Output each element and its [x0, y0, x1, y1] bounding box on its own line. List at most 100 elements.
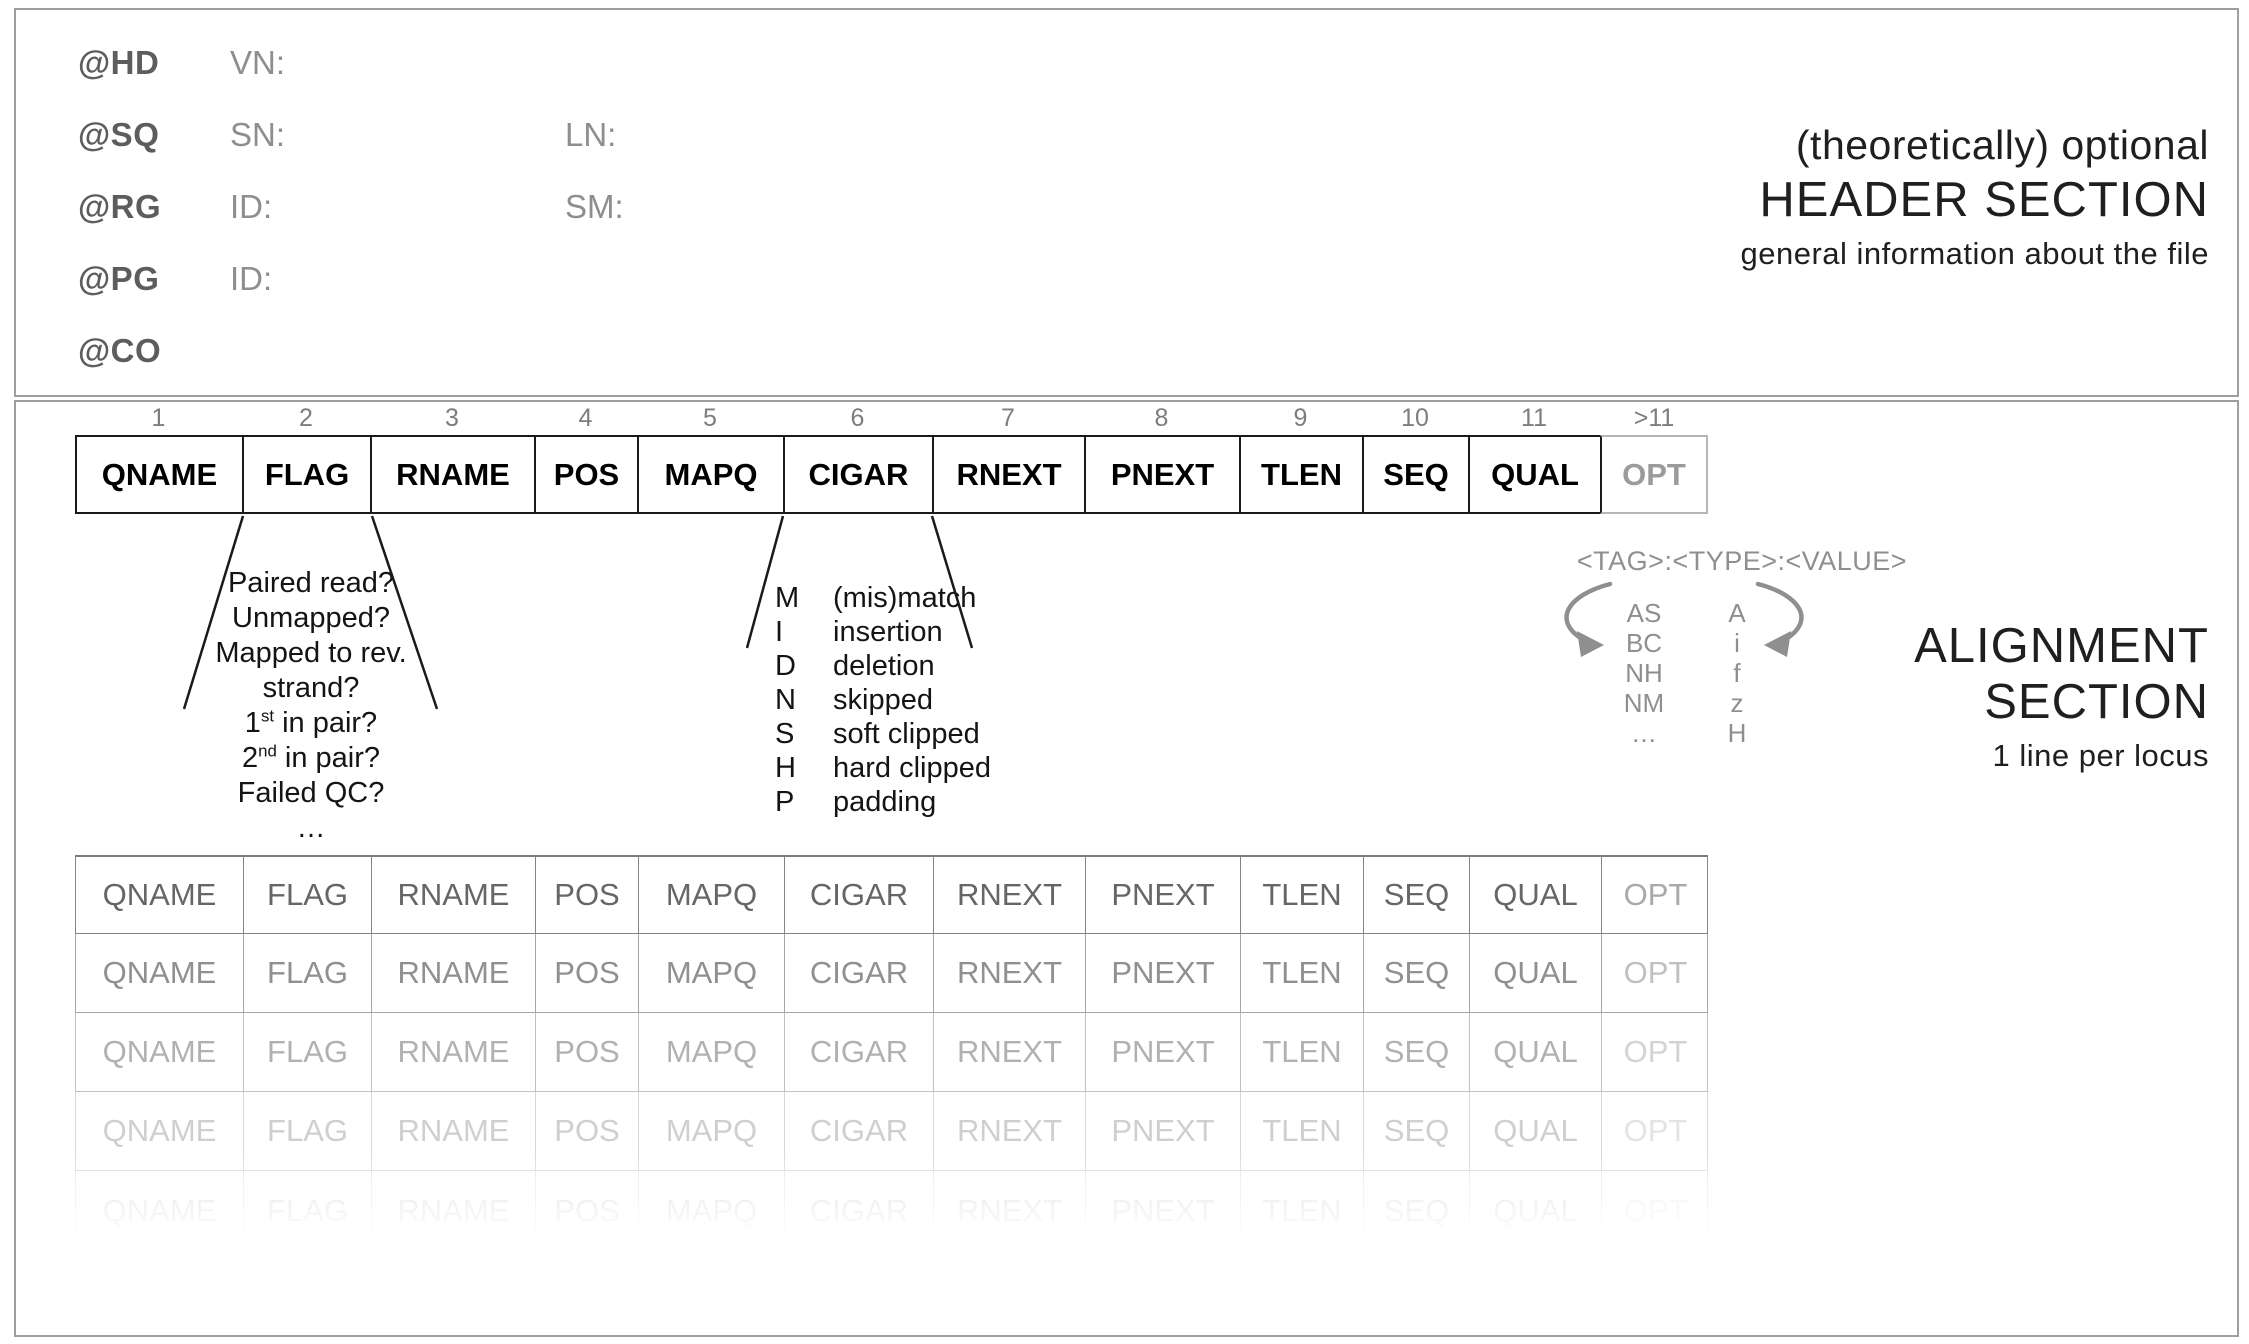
body-cell-qname: QNAME	[102, 1113, 217, 1148]
column-cell-cigar: CIGAR	[783, 435, 932, 514]
body-cell-qual: QUAL	[1469, 1092, 1601, 1170]
opt-format-label: <TAG>:<TYPE>:<VALUE>	[1576, 546, 1908, 576]
body-cell-tlen: TLEN	[1240, 857, 1363, 933]
flag-annotation-line: …	[296, 812, 326, 844]
opt-type-item: f	[1733, 658, 1741, 688]
body-cell-rname: RNAME	[371, 857, 535, 933]
body-cell-flag: FLAG	[243, 1013, 371, 1091]
body-cell-mapq: MAPQ	[638, 1092, 784, 1170]
column-number: 3	[445, 404, 459, 432]
body-cell-seq: SEQ	[1363, 1092, 1469, 1170]
body-cell-opt: OPT	[1601, 934, 1709, 1012]
column-cell-mapq: MAPQ	[637, 435, 783, 514]
opt-type-item: z	[1730, 688, 1744, 718]
body-cell-qual: QUAL	[1469, 1013, 1601, 1091]
flag-annotation-line: Mapped to rev.	[215, 637, 407, 669]
flag-annotation-line: Paired read?	[227, 567, 395, 599]
body-cell-opt: OPT	[1601, 1092, 1709, 1170]
body-cell-flag: FLAG	[243, 1092, 371, 1170]
flag-annotation: Paired read?Unmapped?Mapped to rev.stran…	[150, 566, 472, 846]
body-cell-pos: POS	[535, 1092, 638, 1170]
header-title-line1: (theoretically) optional	[1795, 122, 2209, 168]
flag-annotation-line: Failed QC?	[237, 777, 385, 809]
alignment-title-line1: ALIGNMENT	[1914, 619, 2209, 673]
header-tag: @SQ	[78, 116, 160, 153]
cigar-meaning: deletion	[833, 650, 935, 682]
body-cell-flag: FLAG	[243, 857, 371, 933]
column-cell-qname: QNAME	[75, 435, 242, 514]
column-cell-rname: RNAME	[370, 435, 534, 514]
cigar-meaning: (mis)match	[833, 582, 977, 614]
header-tag: @RG	[78, 188, 162, 225]
header-field: ID:	[230, 260, 273, 297]
cigar-meaning: padding	[833, 786, 937, 818]
body-cell-mapq: MAPQ	[638, 857, 784, 933]
cigar-meaning: soft clipped	[833, 718, 980, 750]
column-cell-tlen: TLEN	[1239, 435, 1362, 514]
opt-type-item: A	[1728, 598, 1746, 628]
body-cell-pnext: PNEXT	[1085, 1092, 1240, 1170]
header-field: ID:	[230, 188, 273, 225]
cigar-meaning: insertion	[833, 616, 943, 648]
body-cell-seq: SEQ	[1363, 934, 1469, 1012]
header-title-line2: HEADER SECTION	[1759, 173, 2209, 227]
body-cell-rname: RNAME	[371, 934, 535, 1012]
body-cell-mapq: MAPQ	[638, 934, 784, 1012]
body-cell-rnext: RNEXT	[933, 857, 1085, 933]
column-number: 7	[1001, 404, 1015, 432]
body-cell-cigar: CIGAR	[784, 934, 933, 1012]
body-cell-flag: FLAG	[243, 934, 371, 1012]
column-number: 6	[850, 404, 865, 432]
cigar-code: D	[775, 650, 796, 682]
cigar-code: I	[775, 616, 784, 648]
opt-tag-item: AS	[1626, 598, 1662, 628]
column-number: 10	[1401, 404, 1429, 432]
opt-tag-item: …	[1631, 718, 1657, 748]
body-cell-pos: POS	[535, 1013, 638, 1091]
body-cell-tlen: TLEN	[1240, 1013, 1363, 1091]
alignment-title-line2: SECTION	[1984, 675, 2209, 729]
column-cell-pnext: PNEXT	[1084, 435, 1239, 514]
header-tag: @CO	[78, 332, 162, 369]
flag-annotation-line: Unmapped?	[232, 602, 390, 634]
body-cell-tlen: TLEN	[1240, 1092, 1363, 1170]
body-cell-opt: OPT	[1601, 857, 1709, 933]
header-field: LN:	[565, 116, 617, 153]
body-cell-qual: QUAL	[1469, 857, 1601, 933]
column-cell-opt: OPT	[1600, 435, 1708, 514]
body-cell-rname: RNAME	[371, 1013, 535, 1091]
opt-tag-item: NH	[1625, 658, 1663, 688]
header-section-box	[14, 8, 2239, 397]
cigar-meaning: skipped	[833, 684, 933, 716]
cigar-code: P	[775, 786, 795, 818]
column-number: 5	[703, 404, 717, 432]
column-number: 4	[578, 404, 593, 432]
body-cell-rname: RNAME	[371, 1092, 535, 1170]
opt-tag-item: NM	[1623, 688, 1665, 718]
header-field: SN:	[230, 116, 286, 153]
column-cell-qual: QUAL	[1468, 435, 1600, 514]
body-cell-mapq: MAPQ	[638, 1013, 784, 1091]
header-field: VN:	[230, 44, 286, 81]
body-cell-qname: QNAME	[102, 1034, 217, 1069]
cigar-meaning: hard clipped	[833, 752, 991, 784]
alignment-title-subtitle: 1 line per locus	[1992, 738, 2209, 773]
alignment-section-title: ALIGNMENT SECTION 1 line per locus	[1914, 618, 2209, 782]
column-number: 11	[1521, 404, 1547, 432]
column-number: 1	[151, 404, 166, 432]
header-section-title: (theoretically) optional HEADER SECTION …	[1740, 118, 2209, 280]
flag-annotation-line: 1st in pair?	[244, 706, 378, 739]
body-cell-pnext: PNEXT	[1085, 1013, 1240, 1091]
body-cell-tlen: TLEN	[1240, 934, 1363, 1012]
